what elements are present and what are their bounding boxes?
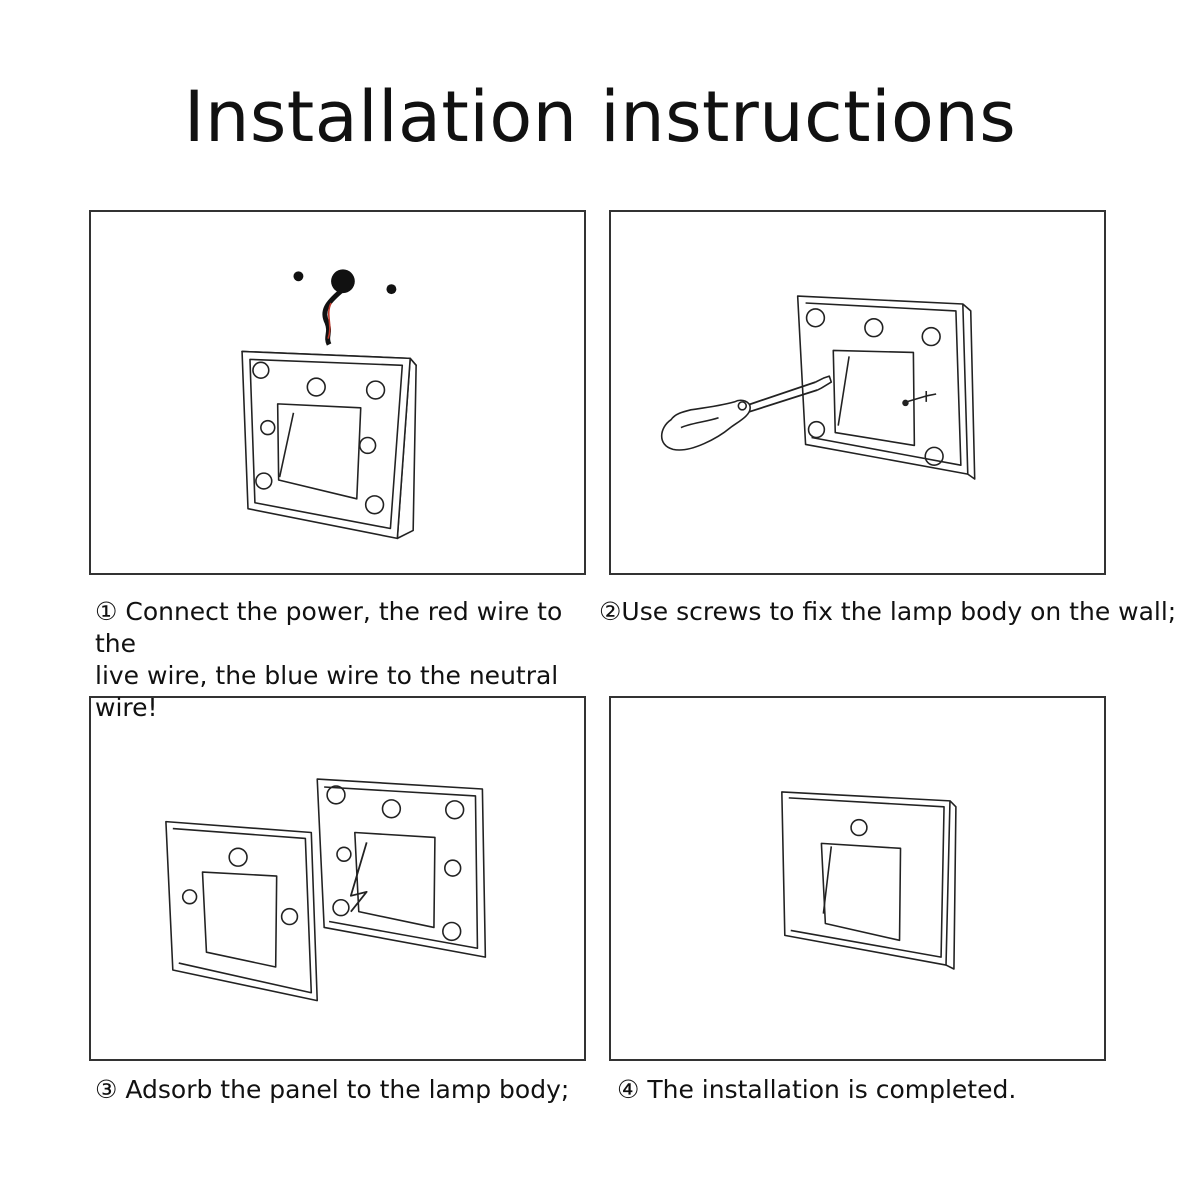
bulb xyxy=(255,472,273,490)
lamp-body-front xyxy=(316,778,487,958)
step-2-caption-line-1: ②Use screws to fix the lamp body on the … xyxy=(599,597,1177,626)
bulb xyxy=(381,799,402,819)
bulb xyxy=(358,436,377,455)
bulb xyxy=(364,495,385,515)
lamp-body-front xyxy=(781,791,951,966)
bulb xyxy=(228,847,248,867)
bulb xyxy=(306,377,326,397)
red-wire xyxy=(327,302,332,339)
step-2-illustration xyxy=(660,295,976,480)
bulb xyxy=(444,859,462,877)
step-3-caption: ③ Adsorb the panel to the lamp body; xyxy=(95,1074,595,1106)
step-1-caption-line-1: ① Connect the power, the red wire to the xyxy=(95,597,563,658)
step-1-caption-line-2: live wire, the blue wire to the neutral … xyxy=(95,661,559,722)
power-cable xyxy=(322,289,343,346)
bulb xyxy=(252,361,270,379)
wall-hole-right xyxy=(386,284,397,295)
lamp-body-side xyxy=(962,303,976,480)
step-4-caption-line-1: ④ The installation is completed. xyxy=(617,1075,1017,1104)
step-2-caption: ②Use screws to fix the lamp body on the … xyxy=(599,596,1177,628)
bulb xyxy=(332,898,350,917)
bulb xyxy=(365,380,386,400)
step-4-illustration xyxy=(781,791,957,970)
bulb xyxy=(442,921,462,942)
step-3-caption-line-1: ③ Adsorb the panel to the lamp body; xyxy=(95,1075,570,1104)
lamp-body-front xyxy=(241,350,411,540)
bulb xyxy=(805,308,826,328)
cover-panel-window xyxy=(201,871,278,968)
step-1-illustration-frame xyxy=(89,210,586,575)
step-4-illustration-frame xyxy=(609,696,1106,1061)
page-title: Installation instructions xyxy=(183,76,1017,158)
bulb xyxy=(326,785,346,805)
lamp-body-window xyxy=(820,842,902,942)
wall-hole-left xyxy=(293,271,304,282)
step-3-illustration-frame xyxy=(89,696,586,1061)
step-4-caption: ④ The installation is completed. xyxy=(617,1074,1117,1106)
bulb xyxy=(864,318,884,338)
bulb xyxy=(921,326,941,347)
bulb xyxy=(807,420,826,439)
lightning-bolt-icon xyxy=(349,842,368,913)
screw-right xyxy=(906,391,937,403)
lamp-body-side xyxy=(945,800,957,970)
step-1-illustration xyxy=(241,269,417,540)
bulb xyxy=(181,889,198,905)
wall-hole-power xyxy=(331,269,355,294)
step-1-caption: ① Connect the power, the red wire to the… xyxy=(95,596,595,724)
step-2-illustration-frame xyxy=(609,210,1106,575)
lamp-body-window xyxy=(354,831,436,929)
bulb xyxy=(924,446,944,466)
cover-panel xyxy=(165,820,319,1002)
bulb xyxy=(336,846,352,862)
screwdriver-icon xyxy=(660,375,833,451)
lamp-body-window xyxy=(832,349,916,447)
lamp-body-window xyxy=(276,403,362,500)
bulb xyxy=(850,818,868,837)
bulb xyxy=(260,419,276,436)
bulb xyxy=(280,907,299,926)
step-3-illustration xyxy=(165,778,487,1002)
bulb xyxy=(445,800,465,820)
